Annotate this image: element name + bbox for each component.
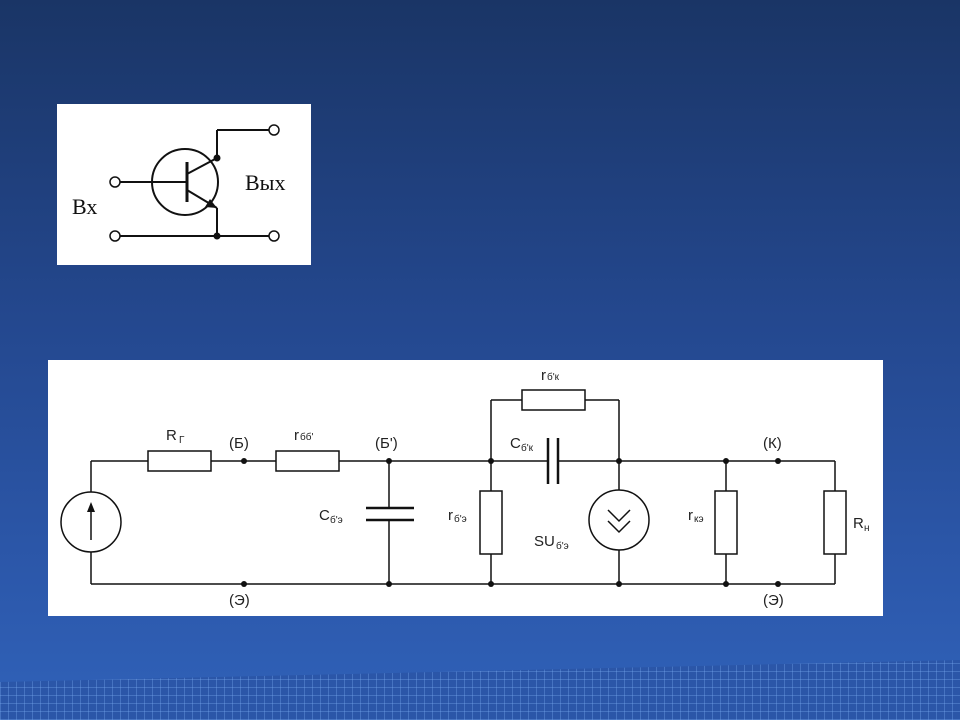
bottom-grid-decoration [0,660,960,720]
equivalent-circuit-panel: R Г (Б) r бб' (Б') С б'э r б'э r [48,360,883,616]
node-e-right-dot [775,581,781,587]
input-terminal [109,176,121,188]
rn-subscript: н [864,523,870,534]
node-e-right-label: (Э) [763,592,784,609]
node-b-label: (Б) [229,435,249,452]
emitter-arrow [205,199,217,208]
rg-label: R [166,427,177,444]
equivalent-circuit-diagram: R Г (Б) r бб' (Б') С б'э r б'э r [60,367,870,609]
resistor-rbb [275,450,340,472]
common-terminal-right [268,230,280,242]
rn-label: R [853,515,864,532]
resistor-rg [147,450,212,472]
rbe-subscript: б'э [454,513,467,525]
resistor-rn [823,490,847,555]
node-e-left-label: (Э) [229,592,250,609]
transistor-symbol-diagram: Вх Вых [72,124,285,242]
transistor-body [151,148,219,216]
output-terminal [268,124,280,136]
su-subscript: б'э [556,540,569,552]
rbb-label: r [294,427,299,444]
node-b-prime-label: (Б') [375,435,398,452]
resistor-rke [714,490,738,555]
source-chevron-upper [607,509,631,523]
collector-lead [186,157,218,175]
resistor-rbe [479,490,503,555]
node-k-label: (К) [763,435,782,452]
rbb-subscript: бб' [300,431,313,443]
transistor-symbol-panel: Вх Вых [57,104,311,265]
node-e-left-dot [241,581,247,587]
rbe-label: r [448,507,453,524]
su-label: SU [534,533,555,550]
common-terminal-left [109,230,121,242]
rbk-subscript: б'к [547,371,560,383]
resistor-rbk [521,389,586,411]
node-b-dot [241,458,247,464]
rg-subscript: Г [179,435,185,446]
cbe-label: С [319,507,330,524]
cbk-label: С [510,435,521,452]
cbe-subscript: б'э [330,514,343,526]
source-chevron-lower [607,520,631,534]
cbk-subscript: б'к [521,442,534,454]
rke-label: r [688,507,693,524]
node-k-dot [775,458,781,464]
source-arrow [87,502,95,512]
rbk-label: r [541,367,546,384]
input-label: Вх [72,194,97,219]
output-label: Вых [245,170,285,195]
rke-subscript: кэ [694,514,704,525]
